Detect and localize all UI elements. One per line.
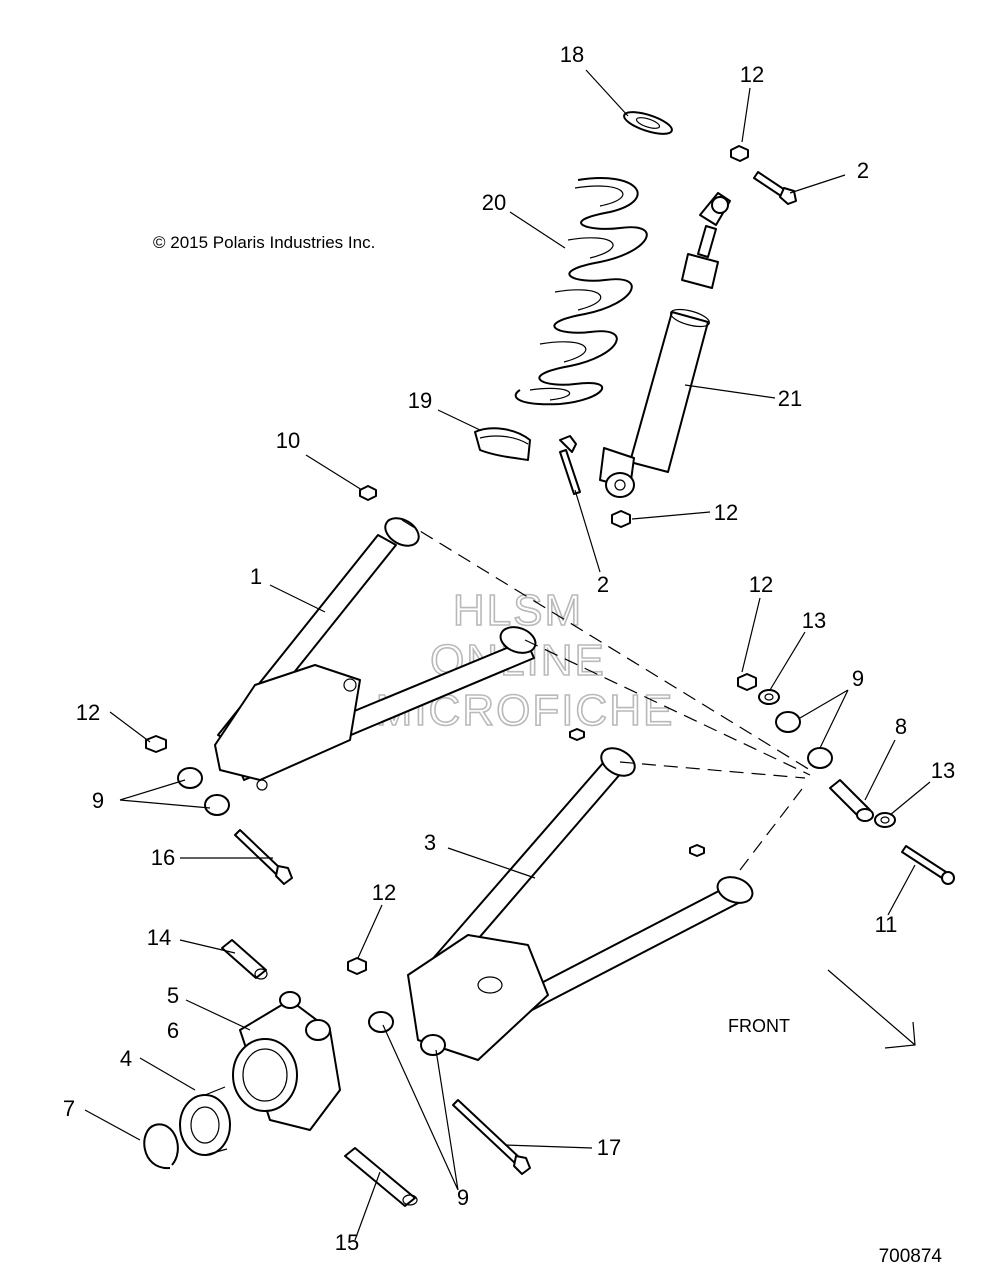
callout-11: 11 bbox=[875, 912, 898, 937]
part-pin-15 bbox=[344, 1147, 418, 1207]
part-bolt-17 bbox=[452, 1099, 531, 1175]
leader-lines bbox=[84, 69, 931, 1241]
callout-9: 9 bbox=[852, 666, 864, 691]
part-nut-left bbox=[145, 735, 167, 753]
callout-2: 2 bbox=[597, 572, 609, 597]
part-nut-right bbox=[737, 673, 757, 691]
callout-5: 5 bbox=[167, 983, 179, 1008]
part-bushings-right bbox=[775, 711, 833, 769]
callout-13: 13 bbox=[802, 608, 826, 633]
callout-17: 17 bbox=[597, 1135, 621, 1160]
callout-12: 12 bbox=[714, 500, 738, 525]
part-washer-right-2 bbox=[874, 812, 896, 828]
callout-3: 3 bbox=[424, 830, 436, 855]
part-bolt-middle bbox=[559, 435, 581, 495]
callout-9: 9 bbox=[92, 788, 104, 813]
part-bump-stop bbox=[474, 427, 531, 461]
callout-9: 9 bbox=[457, 1185, 469, 1210]
front-direction-arrow: FRONT bbox=[728, 969, 916, 1049]
callout-20: 20 bbox=[482, 190, 506, 215]
part-sleeve bbox=[829, 779, 874, 822]
figure-number: 700874 bbox=[879, 1246, 943, 1267]
part-nut-top bbox=[730, 145, 749, 162]
part-bolt-16 bbox=[234, 829, 293, 885]
part-spring-retainer bbox=[623, 111, 673, 135]
part-grease-fitting-lower bbox=[689, 844, 705, 857]
callout-7: 7 bbox=[63, 1096, 75, 1121]
callout-16: 16 bbox=[151, 845, 175, 870]
part-nut-lower bbox=[347, 957, 367, 975]
callout-19: 19 bbox=[408, 388, 432, 413]
part-coil-spring bbox=[514, 177, 648, 406]
callout-15: 15 bbox=[335, 1230, 359, 1255]
callout-12: 12 bbox=[372, 880, 396, 905]
part-bushings-left bbox=[177, 767, 230, 816]
part-shock-absorber bbox=[599, 192, 731, 498]
callout-14: 14 bbox=[147, 925, 171, 950]
assembly-lines bbox=[401, 519, 811, 871]
callout-labels: 18 12 2 20 21 19 10 12 2 1 12 13 9 8 12 … bbox=[63, 42, 955, 1255]
callout-8: 8 bbox=[895, 714, 907, 739]
front-label: FRONT bbox=[728, 1016, 790, 1036]
callout-12: 12 bbox=[76, 700, 100, 725]
callout-12: 12 bbox=[749, 572, 773, 597]
callout-21: 21 bbox=[778, 386, 802, 411]
part-nut-shock bbox=[611, 510, 631, 528]
part-bolt-11 bbox=[901, 845, 955, 885]
part-pin-14 bbox=[221, 939, 268, 980]
callout-1: 1 bbox=[250, 564, 262, 589]
callout-4: 4 bbox=[120, 1046, 132, 1071]
part-grease-fitting-upper bbox=[359, 485, 377, 501]
copyright-text: © 2015 Polaris Industries Inc. bbox=[153, 233, 375, 252]
callout-2: 2 bbox=[857, 158, 869, 183]
callout-13: 13 bbox=[931, 758, 955, 783]
part-lower-a-arm bbox=[407, 747, 754, 1061]
callout-10: 10 bbox=[276, 428, 300, 453]
part-washer-right-1 bbox=[758, 689, 780, 705]
callout-12: 12 bbox=[740, 62, 764, 87]
part-bearing bbox=[179, 1086, 231, 1156]
part-knuckle bbox=[232, 991, 341, 1131]
part-bolt-top bbox=[753, 171, 797, 205]
part-bushings-lower bbox=[368, 1011, 446, 1056]
part-snap-ring bbox=[143, 1123, 179, 1170]
part-grease-fitting-mid bbox=[569, 728, 585, 741]
callout-6: 6 bbox=[167, 1018, 179, 1043]
callout-18: 18 bbox=[560, 42, 584, 67]
